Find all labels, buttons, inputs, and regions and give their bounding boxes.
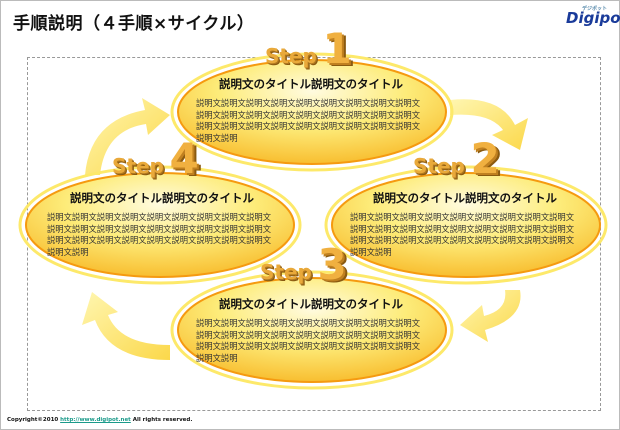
site-link[interactable]: http://www.digipot.net — [60, 417, 131, 423]
arrow-4-to-1 — [85, 98, 170, 175]
step-4-label: Step 4 — [112, 134, 199, 183]
step-title: 説明文のタイトル説明文のタイトル — [70, 191, 254, 205]
step-title: 説明文のタイトル説明文のタイトル — [219, 77, 403, 91]
step-4-ellipse — [18, 165, 302, 285]
step-1-card: 説明文のタイトル説明文のタイトル 説明文説明文説明文説明文説明文説明文説明文説明… — [196, 76, 426, 144]
step-title: 説明文のタイトル説明文のタイトル — [219, 297, 403, 311]
step-title: 説明文のタイトル説明文のタイトル — [373, 191, 557, 205]
arrow-2-to-3 — [460, 290, 521, 342]
step-2-card: 説明文のタイトル説明文のタイトル 説明文説明文説明文説明文説明文説明文説明文説明… — [350, 190, 580, 258]
step-body: 説明文説明文説明文説明文説明文説明文説明文説明文説明文説明文説明文説明文説明文説… — [350, 212, 575, 257]
step-4-ellipse — [25, 172, 295, 278]
step-body: 説明文説明文説明文説明文説明文説明文説明文説明文説明文説明文説明文説明文説明文説… — [196, 318, 421, 363]
step-2-ellipse — [331, 172, 601, 278]
step-4-card: 説明文のタイトル説明文のタイトル 説明文説明文説明文説明文説明文説明文説明文説明… — [47, 190, 277, 258]
step-1-ellipse — [170, 52, 454, 172]
arrow-3-to-4 — [82, 292, 170, 360]
step-3-label: Step 3 — [260, 240, 347, 289]
step-1-label: Step 1 — [265, 24, 352, 73]
step-body: 説明文説明文説明文説明文説明文説明文説明文説明文説明文説明文説明文説明文説明文説… — [47, 212, 272, 257]
page-title: 手順説明（４手順×サイクル） — [13, 14, 255, 34]
step-1-ellipse — [177, 59, 447, 165]
step-2-ellipse — [324, 165, 608, 285]
step-3-ellipse — [170, 270, 454, 390]
step-3-ellipse — [177, 277, 447, 383]
step-3-card: 説明文のタイトル説明文のタイトル 説明文説明文説明文説明文説明文説明文説明文説明… — [196, 296, 426, 364]
step-body: 説明文説明文説明文説明文説明文説明文説明文説明文説明文説明文説明文説明文説明文説… — [196, 98, 421, 143]
copyright: Copyright©2010 http://www.digipot.net Al… — [7, 417, 193, 423]
step-2-label: Step 2 — [413, 134, 500, 183]
arrow-1-to-2 — [450, 99, 528, 150]
digipot-logo: デジポットDigipot — [566, 6, 620, 27]
